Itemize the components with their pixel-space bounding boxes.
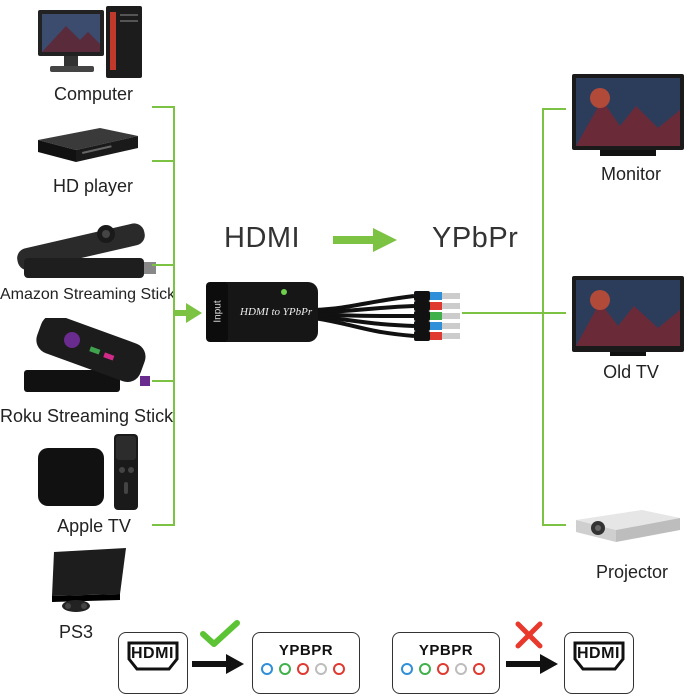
fire-stick-remote-icon (10, 212, 160, 284)
hdmi-target-box: HDMI (564, 632, 634, 694)
adapter-name-label: HDMI to YPbPr (240, 306, 313, 318)
source-bracket-tick (152, 524, 174, 526)
source-label-ps3: PS3 (58, 622, 94, 642)
rca-jack-icon (455, 663, 467, 675)
ypbpr-target-box: YPBPR (252, 632, 360, 694)
source-bracket-tick (152, 264, 174, 266)
check-icon (200, 620, 240, 648)
projector-icon (572, 506, 684, 546)
rca-jack-icon (401, 663, 413, 675)
source-label-roku-stick: Roku Streaming Stick (0, 406, 174, 426)
arrow-right-icon (506, 654, 558, 674)
source-bracket-tick (152, 160, 174, 162)
hdmi-port-icon (127, 641, 179, 671)
rca-jack-icon (333, 663, 345, 675)
hdmi-port-icon (573, 641, 625, 671)
ps3-console-icon (46, 546, 136, 618)
ypbpr-box-title: YPBPR (418, 642, 474, 659)
apple-tv-box-icon (36, 432, 146, 512)
output-bracket-vertical (542, 108, 544, 526)
output-label-monitor: Monitor (600, 164, 662, 184)
adapter-cable-graphic (204, 272, 540, 352)
computer-tower-monitor-icon (36, 4, 146, 82)
adapter-input-label: Input (212, 300, 224, 323)
monitor-icon (570, 70, 688, 162)
conversion-arrow-icon (333, 228, 397, 252)
source-arrow-icon (174, 303, 202, 323)
output-bracket-tick (542, 312, 566, 314)
dvd-player-icon (34, 126, 140, 166)
cable-to-bracket-line (462, 312, 542, 314)
output-bracket-tick (542, 524, 566, 526)
output-bracket-tick (542, 108, 566, 110)
rca-jack-icon (437, 663, 449, 675)
cross-icon (514, 620, 544, 650)
conversion-from-label: HDMI (224, 222, 301, 254)
source-label-computer: Computer (53, 84, 134, 104)
ypbpr-source-box: YPBPR (392, 632, 500, 694)
source-label-hd-player: HD player (52, 176, 134, 196)
arrow-right-icon (192, 654, 244, 674)
rca-jack-icon (315, 663, 327, 675)
rca-jack-icon (261, 663, 273, 675)
rca-jack-icon (279, 663, 291, 675)
hdmi-logo-text: HDMI (131, 645, 174, 662)
rca-jack-icon (419, 663, 431, 675)
hdmi-logo-text: HDMI (577, 645, 620, 662)
source-bracket-tick (152, 106, 174, 108)
source-label-apple-tv: Apple TV (57, 516, 131, 536)
output-label-old-tv: Old TV (603, 362, 659, 382)
source-bracket-tick (152, 380, 174, 382)
source-label-amazon-stick: Amazon Streaming Stick (0, 286, 176, 303)
output-label-projector: Projector (595, 562, 669, 582)
hdmi-source-box: HDMI (118, 632, 188, 694)
tv-icon (570, 274, 688, 358)
rca-jack-icon (297, 663, 309, 675)
ypbpr-box-title: YPBPR (278, 642, 334, 659)
rca-jack-icon (473, 663, 485, 675)
roku-remote-icon (20, 314, 154, 398)
conversion-to-label: YPbPr (432, 222, 519, 254)
